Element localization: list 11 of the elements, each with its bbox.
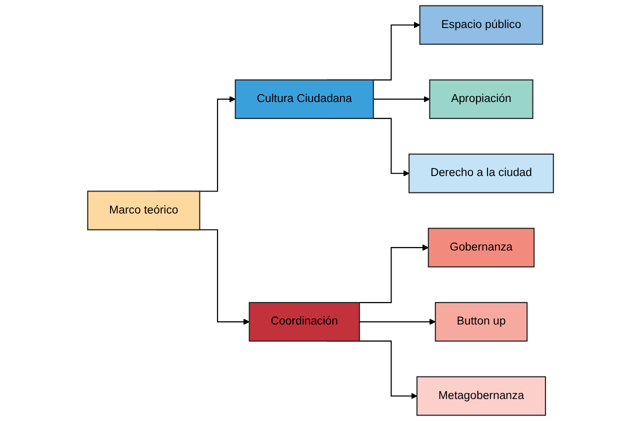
- node-box: Marco teórico: [87, 190, 200, 230]
- node-box: Espacio público: [419, 5, 544, 45]
- arrow: [359, 318, 436, 325]
- node-box: Metagobernanza: [416, 376, 546, 416]
- node-box: Apropiación: [429, 79, 534, 119]
- node-box: Coordinación: [248, 302, 360, 342]
- node-box: Cultura Ciudadana: [234, 79, 374, 119]
- node-box: Derecho a la ciudad: [408, 154, 554, 194]
- arrow: [373, 96, 430, 102]
- node-box: Gobernanza: [428, 228, 535, 268]
- node-box: Button up: [434, 302, 528, 342]
